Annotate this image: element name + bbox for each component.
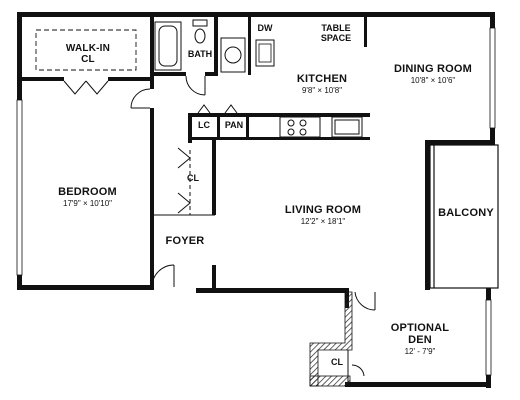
living-room-label: LIVING ROOM 12'2" × 18'1" [278, 205, 368, 226]
table-space-label: TABLE SPACE [310, 24, 362, 43]
walk-in-closet-name-line1: WALK-IN [65, 43, 111, 54]
balcony-outline [429, 144, 499, 289]
balcony-name: BALCONY [438, 207, 494, 219]
walk-in-closet-name-line2: CL [81, 54, 95, 65]
linen-closet-label: LC [194, 121, 214, 130]
kitchen-dimensions: 9'8" × 10'8" [301, 86, 343, 95]
kitchen-name: KITCHEN [296, 73, 348, 85]
balcony-label: BALCONY [434, 208, 498, 219]
optional-den-label: OPTIONAL DEN 12' - 7'9" [380, 323, 460, 356]
walk-in-closet-label: WALK-IN CL [58, 44, 118, 65]
walk-in-shelf [35, 29, 137, 71]
dishwasher-label: DW [252, 24, 278, 33]
dishwasher-box [255, 39, 275, 67]
windows [16, 27, 496, 376]
dining-room-label: DINING ROOM 10'8" × 10'6" [388, 64, 478, 85]
kitchen-sink [331, 116, 363, 138]
optional-den-name-line1: OPTIONAL [390, 322, 450, 334]
pantry-label: PAN [220, 121, 248, 130]
living-room-name: LIVING ROOM [284, 204, 362, 216]
bedroom-closet-doors [154, 147, 215, 216]
foyer-label: FOYER [160, 236, 210, 247]
linen-closet-name: LC [198, 120, 210, 130]
interior-walls [22, 17, 370, 308]
kitchen-label: KITCHEN 9'8" × 10'8" [282, 74, 362, 95]
den-hatched-wall [309, 291, 353, 387]
living-room-dimensions: 12'2" × 18'1" [300, 217, 346, 226]
bedroom-label: BEDROOM 17'9" × 10'10" [40, 187, 135, 208]
kitchen-range [279, 116, 321, 138]
bedroom-dimensions: 17'9" × 10'10" [63, 199, 112, 208]
table-space-line2: SPACE [320, 33, 352, 43]
dining-room-dimensions: 10'8" × 10'6" [410, 76, 456, 85]
bedroom-closet-label: CL [183, 174, 203, 183]
bath-fixtures [154, 19, 246, 73]
bath-name: BATH [187, 49, 213, 59]
dishwasher-name: DW [257, 23, 273, 33]
den-closet-label: CL [327, 358, 347, 367]
bedroom-name: BEDROOM [58, 186, 117, 198]
foyer-name: FOYER [165, 235, 205, 247]
bedroom-closet-name: CL [187, 173, 199, 183]
pantry-name: PAN [224, 120, 244, 130]
dining-room-name: DINING ROOM [394, 63, 472, 75]
doors [130, 75, 376, 377]
bath-label: BATH [185, 50, 215, 59]
table-space-line1: TABLE [321, 23, 351, 33]
optional-den-name-line2: DEN [408, 334, 432, 346]
walk-in-closet-doors [63, 80, 109, 95]
optional-den-dimensions: 12' - 7'9" [404, 347, 436, 356]
den-closet-name: CL [331, 357, 343, 367]
